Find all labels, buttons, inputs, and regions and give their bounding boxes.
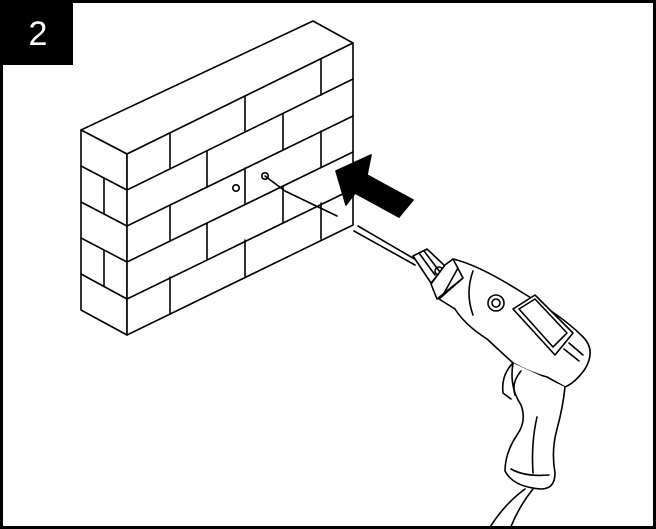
drill-guide-line — [264, 175, 338, 217]
instruction-illustration — [80, 20, 591, 526]
drill-hole-icon — [232, 184, 241, 193]
arrow-icon — [335, 154, 414, 218]
brick-wall-icon — [80, 20, 354, 336]
step-number-badge: 2 — [3, 3, 73, 65]
drill-icon — [353, 225, 591, 526]
drill-hole-icon — [260, 172, 269, 181]
